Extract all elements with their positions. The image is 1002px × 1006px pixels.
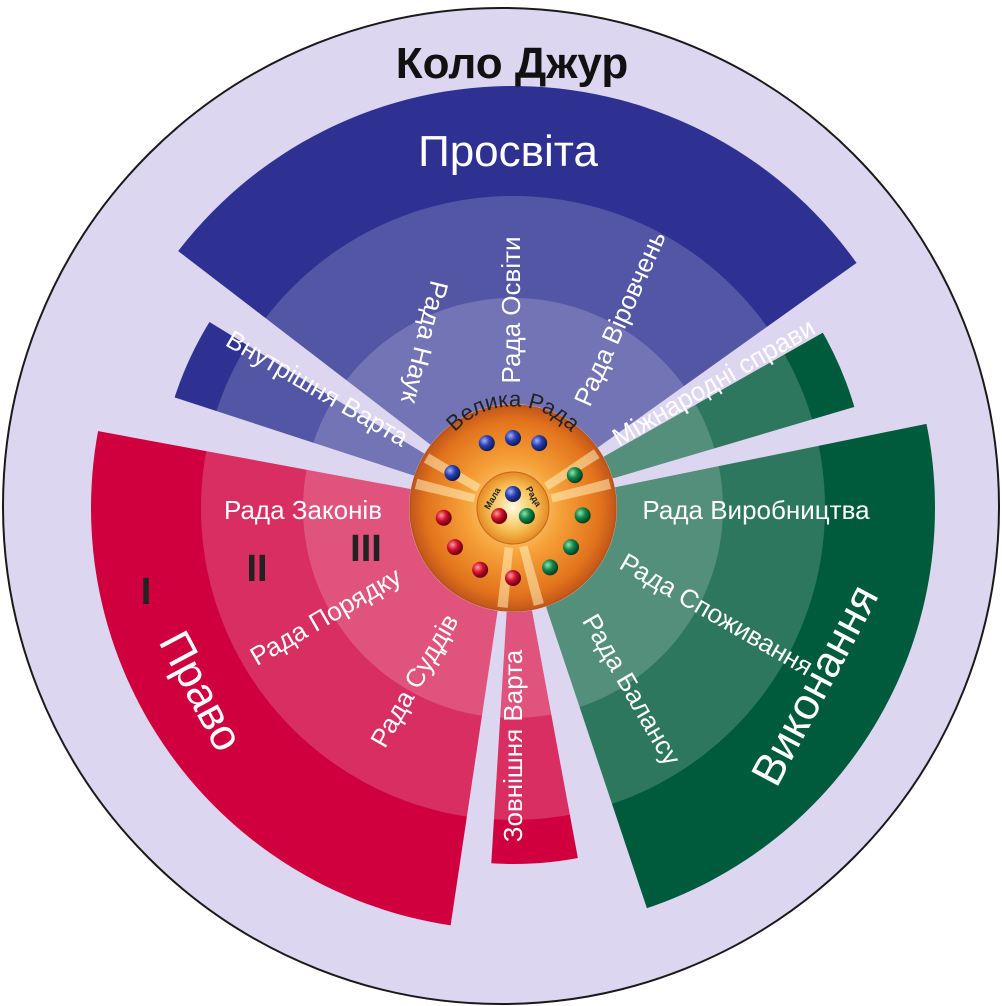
small-council-member-ball (518, 508, 535, 524)
sector-gap-2 (592, 258, 888, 460)
level-marker-three: III (350, 528, 382, 570)
council-member-ball (531, 435, 548, 452)
small-council-member-ball (491, 508, 508, 524)
core-ray-6 (414, 478, 476, 503)
council-member-ball (542, 559, 559, 576)
sector-gap-4 (530, 600, 650, 931)
council-members-layer (435, 430, 591, 586)
level-marker-two: II (246, 548, 267, 590)
sector-label-education: Просвіта (418, 127, 598, 176)
small-council-core (476, 471, 550, 545)
sector-education (171, 85, 863, 450)
council-laws: Рада Законів (224, 495, 382, 525)
level-marker-one: I (141, 571, 152, 613)
core-ray-3 (550, 478, 612, 503)
sector-gap-3 (606, 385, 935, 489)
council-member-ball (472, 561, 489, 578)
sector-gap-6 (90, 374, 420, 491)
council-member-ball (446, 539, 463, 556)
council-member-ball (563, 539, 580, 556)
council-member-ball (566, 467, 583, 484)
council-education: Рада Освіти (496, 236, 526, 383)
sector-label-outer-guard: Зовнішня Варта (498, 649, 528, 842)
sector-international (602, 324, 857, 482)
council-member-ball (574, 507, 591, 524)
sectors-layer (91, 85, 935, 927)
council-member-ball (435, 509, 452, 526)
sector-law (91, 420, 501, 927)
sector-outer-guard (481, 609, 588, 864)
small-council-member-ball (505, 486, 521, 502)
council-member-ball (505, 570, 521, 586)
sector-gap-1 (146, 246, 436, 457)
council-member-ball (444, 465, 461, 481)
sector-execution (543, 413, 935, 912)
council-production: Рада Виробництва (642, 495, 870, 525)
diagram-title: Коло Джур (396, 39, 628, 88)
council-member-ball (505, 430, 521, 446)
sector-gap-5 (449, 604, 508, 938)
council-member-ball (478, 435, 495, 452)
core-ray-4 (519, 545, 544, 606)
gaps-layer (90, 246, 935, 938)
